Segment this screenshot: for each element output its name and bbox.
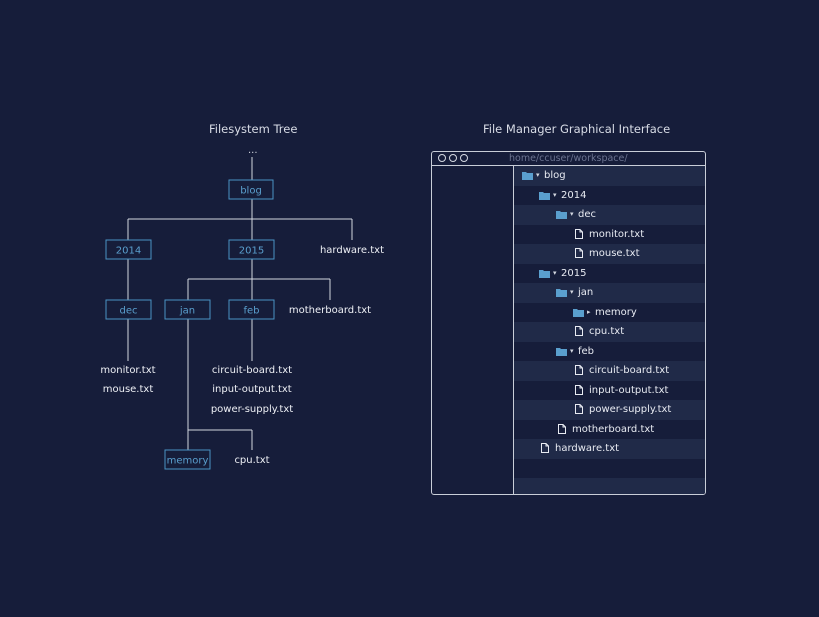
folder-label: memory bbox=[595, 306, 637, 318]
folder-icon bbox=[556, 289, 567, 297]
caret-down-icon[interactable]: ▾ bbox=[570, 288, 574, 296]
node-dec[interactable]: dec bbox=[105, 299, 152, 320]
folder-label: jan bbox=[578, 287, 594, 298]
file-row[interactable]: input-output.txt bbox=[514, 381, 705, 401]
folder-icon bbox=[522, 172, 533, 180]
file-icon bbox=[575, 365, 583, 375]
file-icon bbox=[575, 248, 583, 258]
leaf-input-output: input-output.txt bbox=[212, 384, 292, 395]
file-label: input-output.txt bbox=[589, 384, 669, 396]
folder-icon bbox=[573, 308, 584, 317]
empty-row bbox=[514, 459, 705, 479]
window-minimize-button[interactable] bbox=[449, 154, 457, 162]
file-row[interactable]: power-supply.txt bbox=[514, 400, 705, 420]
folder-label: feb bbox=[578, 345, 595, 357]
caret-right-icon[interactable]: ▸ bbox=[587, 307, 591, 316]
tree-connectors bbox=[127, 157, 353, 450]
file-label: power-supply.txt bbox=[589, 404, 672, 415]
file-row[interactable]: mouse.txt bbox=[514, 244, 705, 264]
file-icon bbox=[575, 404, 583, 414]
leaf-motherboard: motherboard.txt bbox=[289, 305, 371, 316]
node-2014[interactable]: 2014 bbox=[105, 239, 152, 260]
node-2015-label: 2015 bbox=[239, 246, 264, 257]
caret-down-icon[interactable]: ▾ bbox=[553, 268, 557, 277]
folder-row[interactable]: ▾ dec bbox=[514, 205, 705, 225]
file-label: motherboard.txt bbox=[572, 423, 655, 435]
window-titlebar: home/ccuser/workspace/ bbox=[432, 152, 705, 166]
node-jan[interactable]: jan bbox=[164, 299, 211, 320]
file-row[interactable]: circuit-board.txt bbox=[514, 361, 705, 381]
folder-label: 2014 bbox=[561, 189, 587, 201]
folder-icon bbox=[556, 347, 567, 356]
file-row[interactable]: cpu.txt bbox=[514, 322, 705, 342]
file-label: hardware.txt bbox=[555, 443, 620, 454]
folder-row[interactable]: ▾ 2015 bbox=[514, 264, 705, 284]
file-icon bbox=[575, 384, 583, 395]
file-label: cpu.txt bbox=[589, 326, 625, 337]
file-label: mouse.txt bbox=[589, 248, 640, 259]
node-feb[interactable]: feb bbox=[228, 299, 275, 320]
folder-icon bbox=[556, 211, 567, 219]
folder-row[interactable]: ▾ 2014 bbox=[514, 186, 705, 206]
node-blog-label: blog bbox=[240, 186, 262, 197]
leaf-circuit-board: circuit-board.txt bbox=[212, 365, 292, 376]
leaf-power-supply: power-supply.txt bbox=[211, 404, 293, 415]
folder-icon bbox=[539, 269, 550, 278]
node-2015[interactable]: 2015 bbox=[228, 239, 275, 260]
node-dec-label: dec bbox=[120, 306, 138, 317]
file-icon bbox=[558, 423, 566, 434]
caret-down-icon[interactable]: ▾ bbox=[553, 190, 557, 199]
node-feb-label: feb bbox=[243, 306, 259, 317]
folder-row[interactable]: ▾ feb bbox=[514, 342, 705, 362]
node-2014-label: 2014 bbox=[116, 246, 141, 257]
file-row[interactable]: motherboard.txt bbox=[514, 420, 705, 440]
empty-row bbox=[514, 478, 705, 494]
folder-icon bbox=[539, 191, 550, 200]
node-memory-label: memory bbox=[167, 456, 209, 467]
node-memory[interactable]: memory bbox=[164, 449, 211, 470]
folder-row[interactable]: ▾ blog bbox=[514, 166, 705, 186]
window-close-button[interactable] bbox=[438, 154, 446, 162]
file-icon bbox=[541, 443, 549, 453]
node-blog[interactable]: blog bbox=[228, 179, 274, 200]
leaf-monitor: monitor.txt bbox=[100, 365, 155, 376]
caret-down-icon[interactable]: ▾ bbox=[536, 171, 540, 179]
file-row[interactable]: monitor.txt bbox=[514, 225, 705, 245]
filesystem-tree-title: Filesystem Tree bbox=[209, 122, 298, 136]
file-label: monitor.txt bbox=[589, 228, 645, 240]
file-icon bbox=[575, 326, 583, 336]
leaf-hardware: hardware.txt bbox=[320, 245, 384, 256]
folder-row[interactable]: ▾ jan bbox=[514, 283, 705, 303]
folder-label: 2015 bbox=[561, 267, 587, 279]
folder-label: blog bbox=[544, 170, 566, 181]
path-bar[interactable]: home/ccuser/workspace/ bbox=[509, 153, 628, 164]
node-jan-label: jan bbox=[179, 306, 195, 317]
sidebar-panel bbox=[432, 166, 514, 494]
file-manager-window: home/ccuser/workspace/ ▾ blog ▾ 2014 ▾ dec mon… bbox=[431, 151, 706, 495]
folder-label: dec bbox=[578, 209, 596, 220]
file-icon bbox=[575, 228, 583, 239]
file-manager-title: File Manager Graphical Interface bbox=[483, 122, 671, 136]
folder-row[interactable]: ▸ memory bbox=[514, 303, 705, 323]
window-maximize-button[interactable] bbox=[460, 154, 468, 162]
file-row[interactable]: hardware.txt bbox=[514, 439, 705, 459]
leaf-mouse: mouse.txt bbox=[103, 384, 154, 395]
root-ellipsis: ... bbox=[248, 145, 258, 156]
file-label: circuit-board.txt bbox=[589, 365, 670, 376]
caret-down-icon[interactable]: ▾ bbox=[570, 210, 574, 218]
leaf-cpu: cpu.txt bbox=[234, 455, 269, 466]
caret-down-icon[interactable]: ▾ bbox=[570, 346, 574, 355]
